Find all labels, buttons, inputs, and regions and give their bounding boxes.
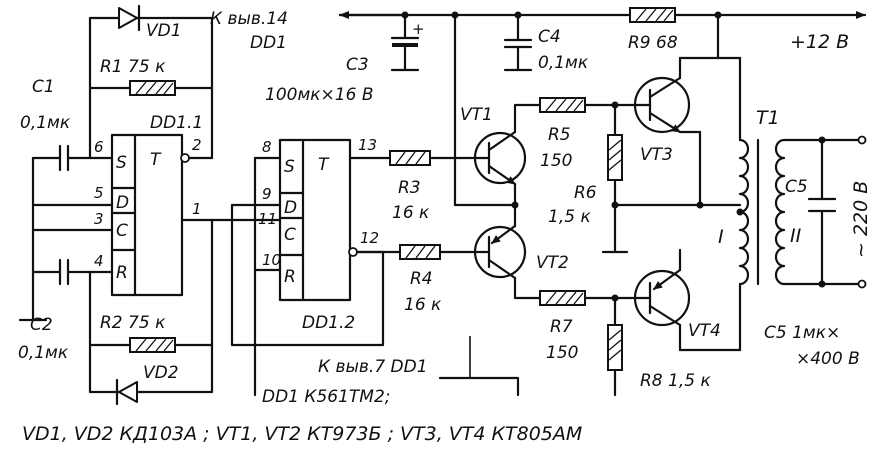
vd1-diode bbox=[118, 4, 141, 32]
pin-1-number: 1 bbox=[192, 200, 202, 218]
r3-value: 16 к bbox=[392, 203, 430, 223]
pin-t-label: T bbox=[150, 150, 162, 170]
r7-value: 150 bbox=[546, 343, 578, 363]
t1-label: T1 bbox=[756, 107, 780, 129]
r2-label: R2 75 к bbox=[100, 313, 166, 333]
c2-name: C2 bbox=[30, 315, 53, 335]
r7-name: R7 bbox=[550, 317, 573, 337]
pin-12-number: 12 bbox=[360, 229, 379, 247]
pin-10-number: 10 bbox=[262, 251, 281, 269]
pin-4-number: 4 bbox=[94, 252, 104, 270]
pin-r-label: R bbox=[284, 267, 296, 287]
vt4-label: VT4 bbox=[688, 321, 721, 341]
winding-2-label: II bbox=[790, 225, 802, 247]
driver-transistors: VT1 VT2 R5 150 R7 150 bbox=[453, 13, 642, 363]
output-transistors: VT3 VT4 bbox=[633, 56, 742, 352]
pin-d-label: D bbox=[116, 193, 129, 213]
transformer-t1: T1 C5 I II ~ 220 В C5 1мк× ×400 В bbox=[698, 13, 872, 369]
to-pin14-chip: DD1 bbox=[250, 33, 287, 53]
dd1-1-trigger: S D C R T DD1.1 bbox=[110, 113, 203, 297]
r6-value: 1,5 к bbox=[548, 207, 591, 227]
dd1-1-label: DD1.1 bbox=[150, 113, 203, 133]
r8-label: R8 1,5 к bbox=[640, 371, 711, 391]
pin-s-label: S bbox=[116, 153, 127, 173]
vt3-label: VT3 bbox=[640, 145, 673, 165]
c1-name: C1 bbox=[32, 77, 55, 97]
vt1-label: VT1 bbox=[460, 105, 493, 125]
c1-value: 0,1мк bbox=[20, 113, 71, 133]
to-pin7-label: К выв.7 DD1 bbox=[318, 357, 428, 377]
supply-label: +12 В bbox=[790, 31, 849, 53]
base-resistors: R6 1,5 к R8 1,5 к bbox=[548, 101, 711, 397]
pin-3-number: 3 bbox=[94, 210, 104, 228]
vd2-label: VD2 bbox=[143, 363, 179, 383]
c4-value: 0,1мк bbox=[538, 53, 589, 73]
components-legend: VD1, VD2 КД103А ; VT1, VT2 КТ973Б ; VT3,… bbox=[22, 423, 582, 445]
interconnect: 1 8 10 9 11 К выв.7 DD1 DD1 К561ТМ2; bbox=[180, 138, 520, 407]
supply-rail: К выв.14 DD1 + C3 100мк×16 В C4 0,1мк R9… bbox=[210, 7, 867, 105]
pin-5-number: 5 bbox=[94, 184, 104, 202]
c3-value: 100мк×16 В bbox=[265, 85, 373, 105]
pin-c-label: C bbox=[284, 225, 296, 245]
r3-name: R3 bbox=[398, 178, 421, 198]
c5-spec-line1: C5 1мк× bbox=[764, 323, 840, 343]
c4-name: C4 bbox=[538, 27, 561, 47]
c2-value: 0,1мк bbox=[18, 343, 69, 363]
r5-name: R5 bbox=[548, 125, 571, 145]
pin-2-number: 2 bbox=[192, 136, 202, 154]
dd1-2-trigger: S D C R T DD1.2 bbox=[278, 138, 358, 333]
r5-value: 150 bbox=[540, 151, 572, 171]
pin-d-label: D bbox=[284, 198, 297, 218]
mains-label: ~ 220 В bbox=[850, 181, 872, 258]
pin-13-number: 13 bbox=[358, 136, 377, 154]
r9-label: R9 68 bbox=[628, 33, 678, 53]
dd1-2-label: DD1.2 bbox=[302, 313, 355, 333]
pin-s-label: S bbox=[284, 157, 295, 177]
vt2-label: VT2 bbox=[536, 253, 569, 273]
dd1-2-outputs: 13 12 R3 16 к R4 16 к bbox=[348, 136, 482, 315]
c3-name: C3 bbox=[346, 55, 369, 75]
vd2-diode bbox=[115, 378, 138, 406]
pin-t-label: T bbox=[318, 155, 330, 175]
pin-8-number: 8 bbox=[262, 138, 272, 156]
pin-c-label: C bbox=[116, 221, 128, 241]
c5-name: C5 bbox=[785, 177, 808, 197]
pin-r-label: R bbox=[116, 263, 128, 283]
r6-name: R6 bbox=[574, 183, 597, 203]
r4-value: 16 к bbox=[404, 295, 442, 315]
pin-9-number: 9 bbox=[262, 185, 272, 203]
c5-spec-line2: ×400 В bbox=[796, 349, 860, 369]
timing-network: VD1 R1 75 к 2 6 C1 0,1мк 5 3 4 C2 0,1мк bbox=[18, 4, 214, 406]
to-pin14-label: К выв.14 bbox=[210, 9, 288, 29]
vd1-label: VD1 bbox=[146, 21, 182, 41]
r4-name: R4 bbox=[410, 269, 433, 289]
r1-label: R1 75 к bbox=[100, 57, 166, 77]
chip-type-label: DD1 К561ТМ2; bbox=[262, 387, 391, 407]
pin-6-number: 6 bbox=[94, 138, 104, 156]
winding-1-label: I bbox=[718, 226, 724, 248]
pin-11-number: 11 bbox=[258, 210, 277, 228]
svg-text:+: + bbox=[412, 20, 425, 38]
